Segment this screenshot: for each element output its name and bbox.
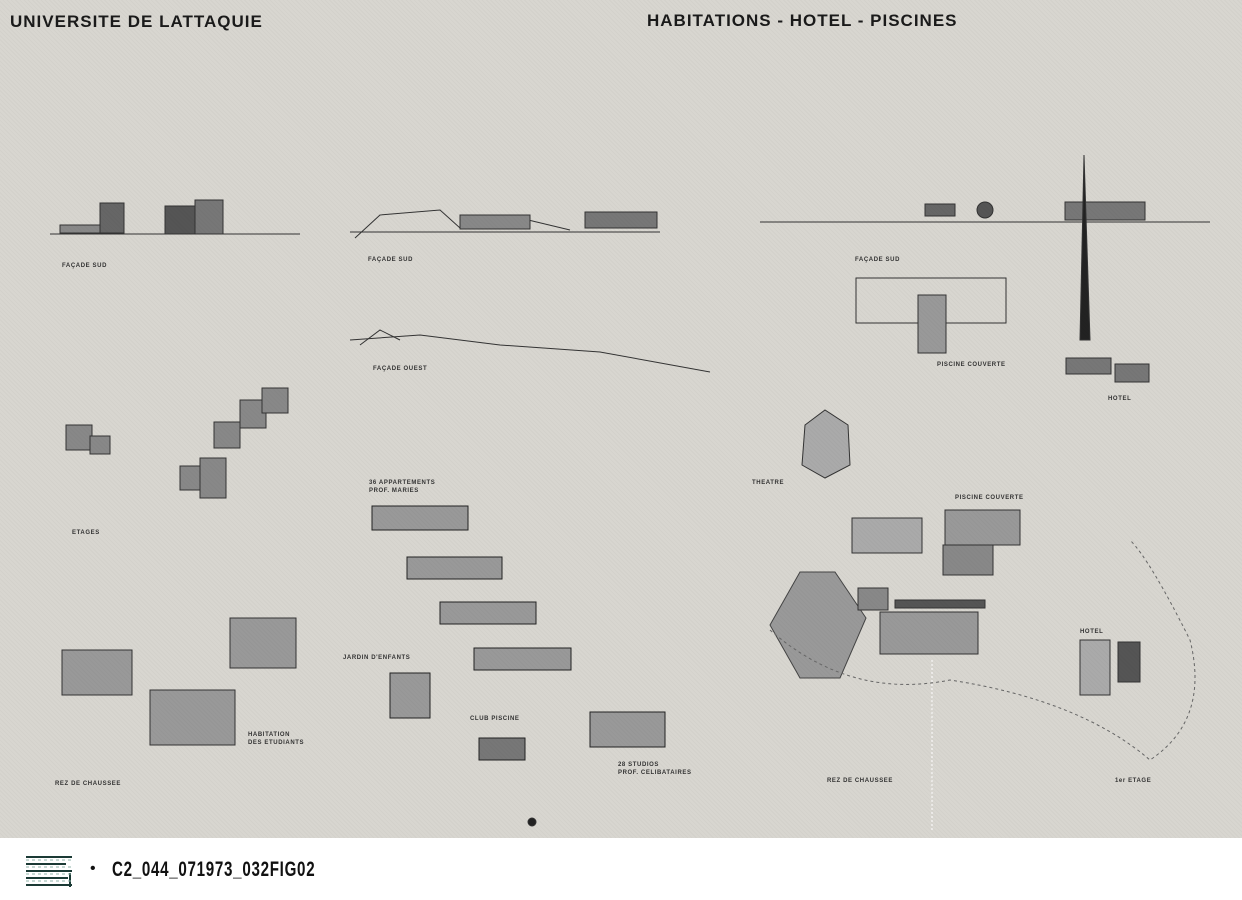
label-rez-de-chaussee: REZ DE CHAUSSEE (55, 781, 122, 787)
label-piscine-couverte: PISCINE COUVERTE (937, 362, 1006, 368)
facade-sud-1 (50, 199, 300, 235)
label-theatre: THEATRE (752, 480, 785, 486)
label-rez-de-chaussee: REZ DE CHAUSSEE (827, 778, 894, 784)
hotel-tower (1065, 154, 1150, 383)
university-title: UNIVERSITE DE LATTAQUIE (10, 12, 263, 31)
registration-mark (527, 817, 537, 827)
appartements-plan (371, 505, 666, 761)
label-facade-ouest: FAÇADE OUEST (373, 366, 428, 372)
architectural-plate: UNIVERSITE DE LATTAQUIE HABITATIONS - HO… (0, 0, 1242, 838)
architectural-drawing (50, 154, 1210, 830)
site-plan-right (769, 409, 1196, 830)
habitation-etudiants-plan (61, 617, 297, 746)
label-piscine-couverte: PISCINE COUVERTE (955, 495, 1024, 501)
bullet: • (90, 860, 96, 877)
label-habitation-etudiants: HABITATION DES ETUDIANTS (248, 732, 305, 746)
label-1er-etage: 1er ETAGE (1115, 778, 1152, 784)
label-hotel: HOTEL (1080, 629, 1104, 635)
facade-ouest (349, 329, 711, 373)
label-etages: ETAGES (72, 530, 100, 536)
label-appartements: 36 APPARTEMENTS PROF. MARIES (369, 480, 436, 494)
archive-logo-icon (26, 856, 72, 887)
facade-sud-3 (760, 201, 1210, 223)
label-studios: 28 STUDIOS PROF. CELIBATAIRES (618, 762, 692, 776)
label-club-piscine: CLUB PISCINE (470, 716, 520, 722)
facade-sud-2 (350, 209, 660, 239)
label-facade-sud: FAÇADE SUD (855, 257, 901, 263)
figure-id: C2_044_071973_032FIG02 (112, 858, 316, 881)
footer (0, 838, 1242, 900)
label-facade-sud: FAÇADE SUD (368, 257, 414, 263)
label-facade-sud: FAÇADE SUD (62, 263, 108, 269)
label-jardin-enfants: JARDIN D'ENFANTS (343, 655, 411, 661)
etages-plan (65, 387, 289, 499)
label-hotel: HOTEL (1108, 396, 1132, 402)
plate-title: HABITATIONS - HOTEL - PISCINES (647, 11, 958, 30)
piscine-couverte-upper (855, 277, 1007, 354)
